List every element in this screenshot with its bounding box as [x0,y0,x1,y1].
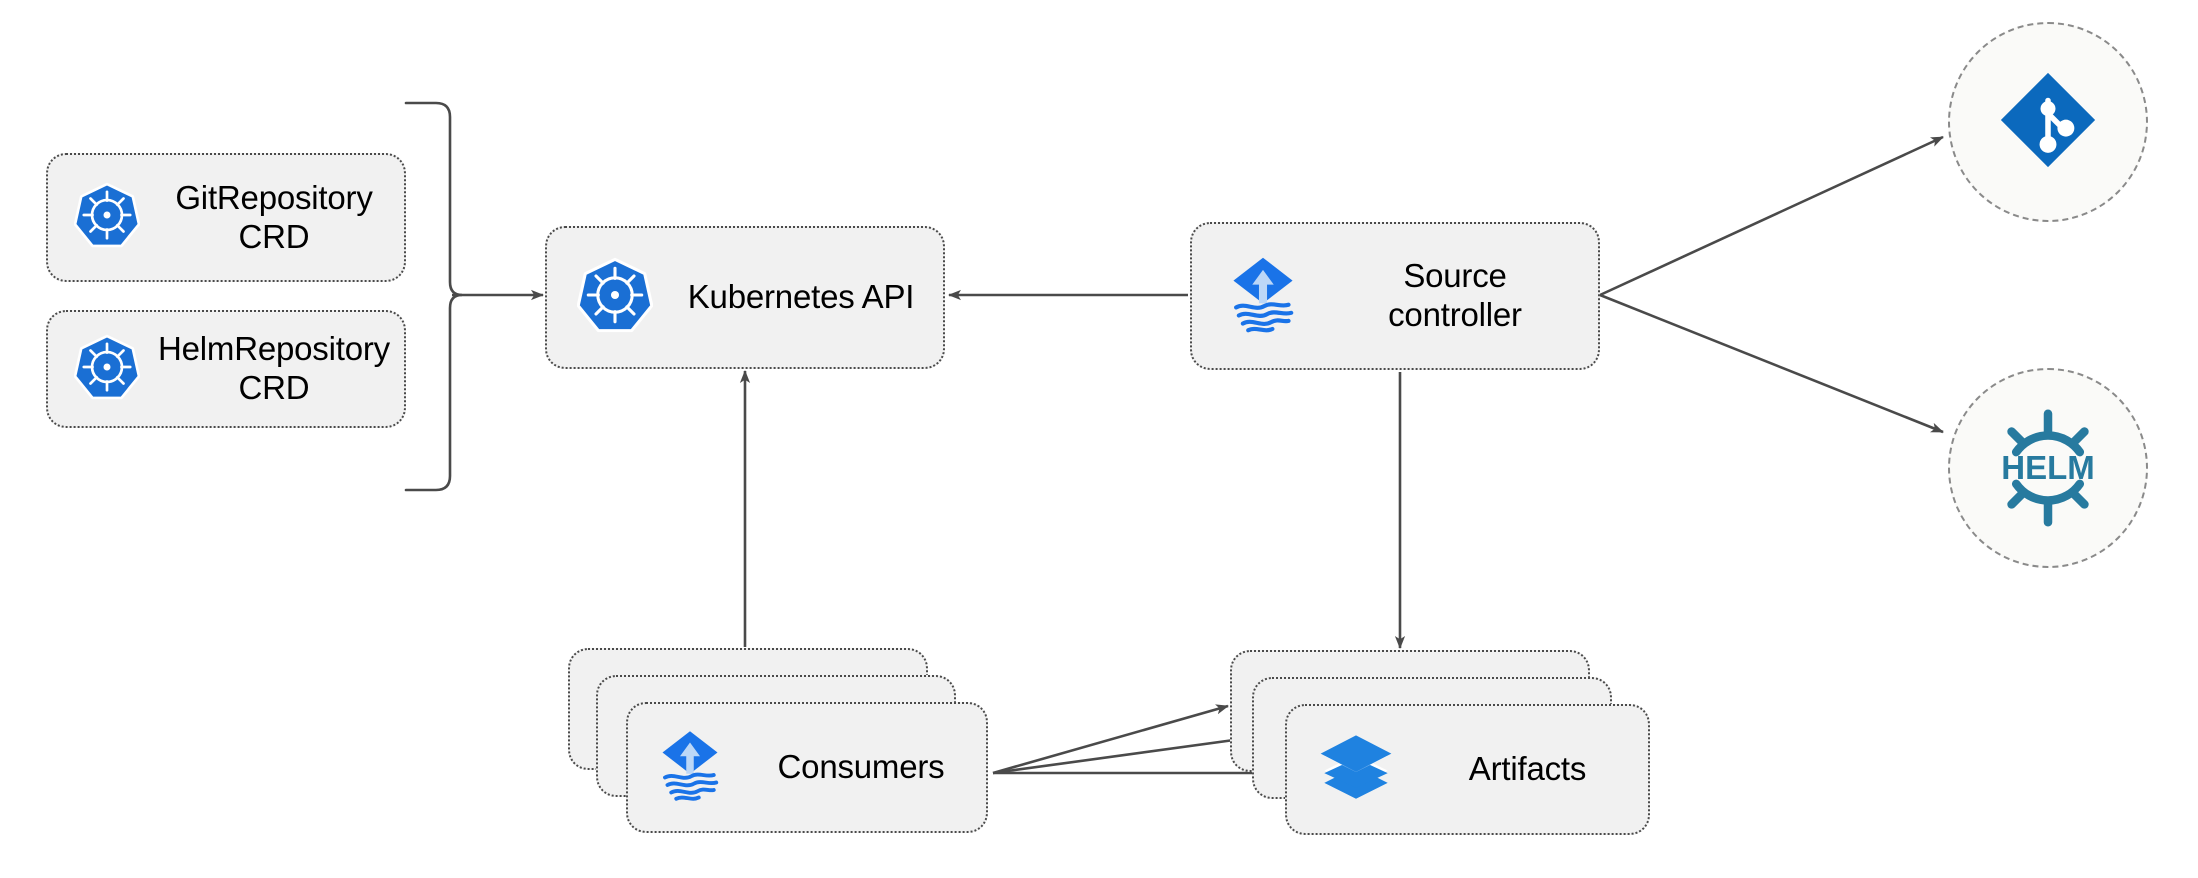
helm-wordmark: HELM [2001,449,2095,486]
node-git-repository-crd[interactable]: GitRepository CRD [46,153,406,282]
node-label: Kubernetes API [687,278,915,316]
node-artifacts[interactable]: Artifacts [1285,704,1650,835]
arrow-source-controller-to-helm [1599,293,1944,434]
node-consumers[interactable]: Consumers [626,702,988,833]
node-git-provider[interactable] [1948,22,2148,222]
arrow-source-controller-to-git [1599,135,1944,297]
node-label: Artifacts [1468,750,1587,788]
crd-group-bracket [404,101,463,492]
node-kubernetes-api[interactable]: Kubernetes API [545,226,945,369]
arrow-consumers-to-artifacts-back [992,704,1229,775]
kubernetes-icon [73,334,141,405]
node-source-controller[interactable]: Source controller [1190,222,1600,370]
flux-source-icon [1220,251,1306,342]
kubernetes-icon [73,182,141,253]
node-helm-provider[interactable]: HELM [1948,368,2148,568]
git-icon [1996,68,2100,177]
node-label: HelmRepository CRD [158,330,390,406]
helm-icon: HELM [1986,406,2110,530]
arrow-consumers-to-artifacts-middle [992,733,1257,775]
node-label: Consumers [777,748,945,786]
node-consumers-stack: Consumers [568,648,988,833]
node-helm-repository-crd[interactable]: HelmRepository CRD [46,310,406,428]
flux-source-icon [650,725,730,810]
node-label: GitRepository CRD [175,178,373,255]
kubernetes-icon [576,257,654,338]
node-artifacts-stack: Artifacts [1230,650,1650,835]
layers-icon [1317,728,1395,811]
node-label: Source controller [1388,257,1522,333]
